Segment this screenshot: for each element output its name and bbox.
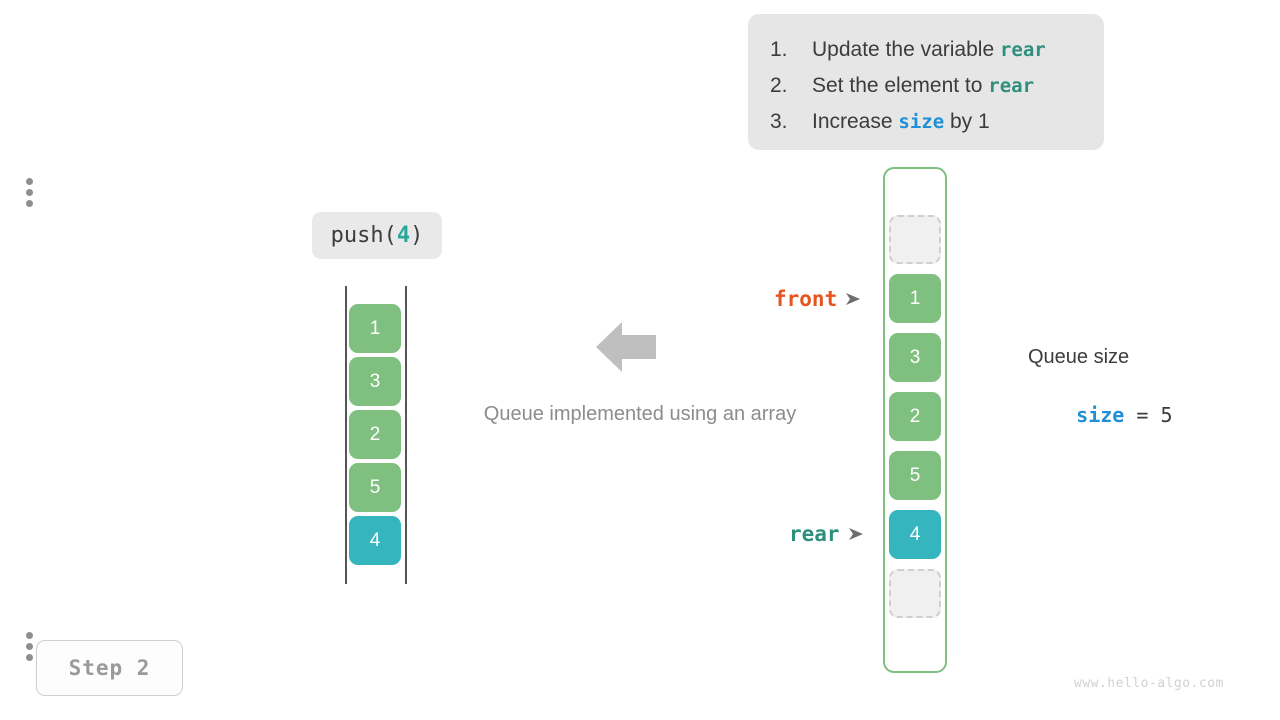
- front-pointer: front: [774, 287, 862, 311]
- queue-cell: 3: [349, 357, 401, 406]
- ellipsis-dots-bottom: [26, 632, 34, 665]
- size-variable-name: size: [1076, 403, 1125, 427]
- instruction-code-size: size: [898, 111, 945, 133]
- instruction-code-rear: rear: [988, 75, 1035, 97]
- instruction-item: 3. Increase size by 1: [748, 104, 1104, 140]
- left-arrow-icon: [596, 322, 656, 372]
- dot: [26, 200, 33, 207]
- array-cell-rear: 4: [889, 510, 941, 559]
- watermark: www.hello-algo.com: [1074, 676, 1224, 691]
- queue-size-expression: size = 5: [1028, 379, 1228, 451]
- size-value: 5: [1160, 403, 1173, 427]
- step-badge: Step 2: [36, 640, 183, 696]
- array-queue-container: [883, 167, 947, 673]
- instruction-panel: 1. Update the variable rear 2. Set the e…: [748, 14, 1104, 150]
- pointer-arrow-icon: [846, 287, 862, 311]
- dot: [26, 189, 33, 196]
- dot: [26, 632, 33, 639]
- instruction-code-rear: rear: [999, 39, 1046, 61]
- array-cell-empty: [889, 215, 941, 264]
- instruction-text: Increase: [812, 110, 899, 133]
- dot: [26, 643, 33, 650]
- queue-size-info: Queue size size = 5: [1028, 344, 1228, 451]
- instruction-number: 3.: [770, 110, 788, 133]
- left-queue-cells: 1 3 2 5 4: [349, 304, 401, 569]
- operation-label: push(4): [312, 212, 442, 259]
- instruction-number: 1.: [770, 38, 788, 61]
- instruction-text-tail: by 1: [944, 110, 990, 133]
- instruction-text: Update the variable: [812, 38, 1000, 61]
- queue-cell: 1: [349, 304, 401, 353]
- dot: [26, 654, 33, 661]
- diagram-caption: Queue implemented using an array: [483, 403, 797, 425]
- operation-name: push(: [330, 223, 397, 248]
- queue-cell: 5: [349, 463, 401, 512]
- pointer-arrow-icon: [848, 522, 865, 546]
- array-cell-front: 1: [889, 274, 941, 323]
- dot: [26, 178, 33, 185]
- queue-cell-new: 4: [349, 516, 401, 565]
- queue-size-title: Queue size: [1028, 346, 1130, 368]
- array-cell: 3: [889, 333, 941, 382]
- instruction-item: 1. Update the variable rear: [748, 32, 1104, 68]
- rear-pointer-label: rear: [789, 522, 840, 546]
- queue-cell: 2: [349, 410, 401, 459]
- size-operator: =: [1124, 403, 1161, 427]
- operation-argument: 4: [396, 223, 411, 248]
- instruction-item: 2. Set the element to rear: [748, 68, 1104, 104]
- array-boundary-line-left: [345, 286, 347, 584]
- operation-paren-close: ): [410, 223, 424, 248]
- array-cell-empty: [889, 569, 941, 618]
- ellipsis-dots-top: [26, 178, 34, 211]
- array-cell: 2: [889, 392, 941, 441]
- front-pointer-label: front: [774, 287, 838, 311]
- instruction-text: Set the element to: [812, 74, 989, 97]
- rear-pointer: rear: [789, 522, 865, 546]
- left-queue-diagram: 1 3 2 5 4: [345, 286, 409, 584]
- instruction-number: 2.: [770, 74, 788, 97]
- array-boundary-line-right: [405, 286, 407, 584]
- array-cell: 5: [889, 451, 941, 500]
